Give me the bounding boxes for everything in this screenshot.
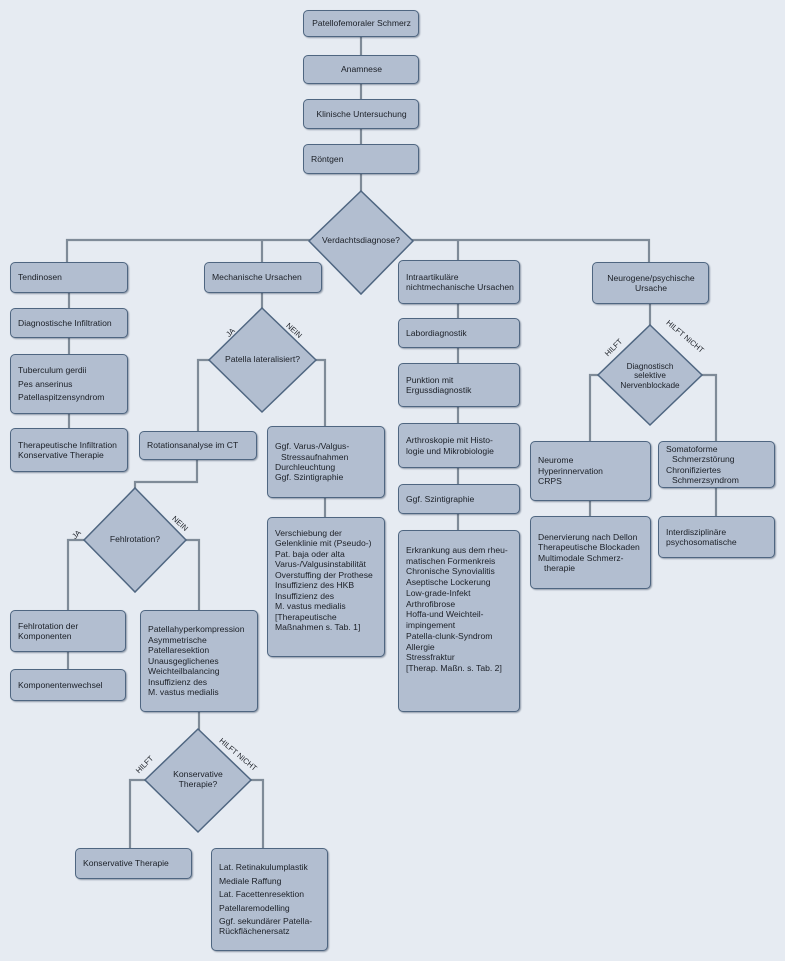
decision-diamond-patella [207, 306, 318, 414]
connector [128, 778, 265, 850]
start-label: Patellofemoraler Schmerz [312, 18, 411, 29]
neurome-box: Neurome Hyperinnervation CRPS [530, 441, 651, 501]
decision-diamond-konservativ [143, 727, 253, 834]
neurogene-ursache-box: Neurogene/psychische Ursache [592, 262, 709, 304]
nervenblockade-decision-label: Diagnostisch selektive Nervenblockade [620, 361, 680, 390]
interdisziplinaer-box: Interdisziplinäre psychosomatische [658, 516, 775, 558]
mechanical-findings-box: Verschiebung der Gelenklinie mit (Pseudo… [267, 517, 385, 657]
location-item: Tuberculum gerdii [18, 365, 87, 376]
decision-diamond-verdacht [307, 189, 415, 296]
patella-decision-label: Patella lateralisiert? [225, 354, 300, 365]
stress-tests-box: Ggf. Varus-/Valgus- Stressaufnahmen Durc… [267, 426, 385, 498]
connector [133, 458, 199, 490]
diagnostische-infiltration-box: Diagnostische Infiltration [10, 308, 128, 338]
verdacht-decision-label: Verdachtsdiagnose? [322, 235, 400, 246]
connector [196, 358, 327, 433]
anamnese-label: Anamnese [340, 64, 383, 75]
neurogen-therapy-box: Denervierung nach Dellon Therapeutische … [530, 516, 651, 589]
start-box: Patellofemoraler Schmerz [303, 10, 419, 37]
connector [588, 486, 718, 518]
punktion-box: Punktion mit Ergussdiagnostik [398, 363, 520, 407]
operative-therapie-box: Lat. Retinakulumplastik Mediale Raffung … [211, 848, 328, 951]
tendinosen-locations-box: Tuberculum gerdii Pes anserinus Patellas… [10, 354, 128, 414]
fehlrotation-decision-label: Fehlrotation? [109, 534, 161, 545]
arthroskopie-box: Arthroskopie mit Histo- logie und Mikrob… [398, 423, 520, 468]
klinische-untersuchung-box: Klinische Untersuchung [303, 99, 419, 129]
fehlrotation-komponenten-box: Fehlrotation der Komponenten [10, 610, 126, 652]
therapy-item: Konservative Therapie [18, 450, 104, 460]
szintigraphie-box: Ggf. Szintigraphie [398, 484, 520, 514]
labordiagnostik-box: Labordiagnostik [398, 318, 520, 348]
patella-problems-box: Patellahyperkompression Asymmetrische Pa… [140, 610, 258, 712]
tendinosen-therapy-box: Therapeutische Infiltration Konservative… [10, 428, 128, 472]
roentgen-box: Röntgen [303, 144, 419, 174]
anamnese-box: Anamnese [303, 55, 419, 84]
konservativ-decision-label: Konservative Therapie? [173, 769, 223, 789]
tendinosen-box: Tendinosen [10, 262, 128, 293]
erkrankungen-box: Erkrankung aus dem rheu- matischen Forme… [398, 530, 520, 712]
connector [66, 538, 201, 612]
roentgen-label: Röntgen [311, 153, 344, 164]
intraartikulaere-ursachen-box: Intraartikuläre nichtmechanische Ursache… [398, 260, 520, 304]
komponentenwechsel-box: Komponentenwechsel [10, 669, 126, 701]
mechanische-ursachen-box: Mechanische Ursachen [204, 262, 322, 293]
konservative-therapie-box: Konservative Therapie [75, 848, 192, 879]
decision-diamond-fehlrotation [82, 486, 188, 594]
therapy-item: Therapeutische Infiltration [18, 439, 117, 450]
klinische-untersuchung-label: Klinische Untersuchung [316, 108, 407, 119]
rotationsanalyse-box: Rotationsanalyse im CT [139, 431, 257, 460]
location-item: Pes anserinus [18, 378, 73, 389]
somatoforme-box: Somatoforme Schmerzstörung Chronifiziert… [658, 441, 775, 488]
decision-diamond-nervenblockade [596, 323, 704, 427]
connector [588, 373, 718, 443]
location-item: Patellaspitzensyndrom [18, 392, 105, 403]
